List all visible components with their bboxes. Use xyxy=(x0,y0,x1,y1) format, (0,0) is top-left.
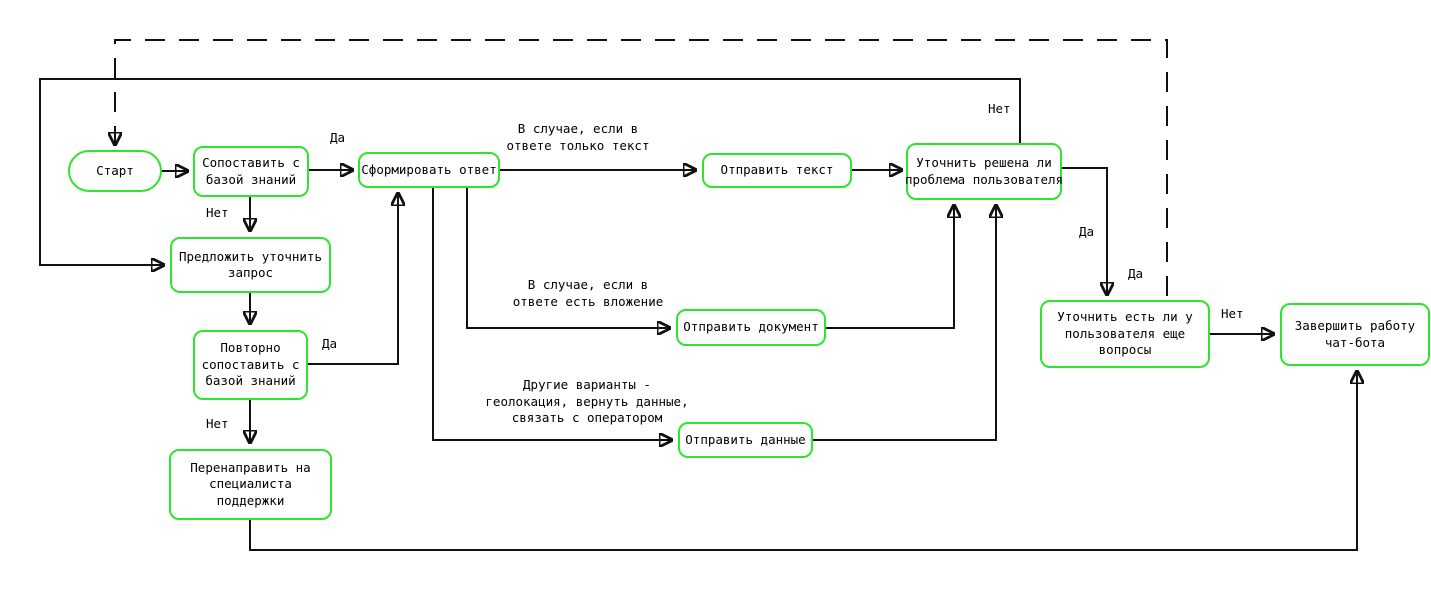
edge-label-case-text-only: В случае, если в ответе только текст xyxy=(506,121,650,153)
edge-label-yes-more-questions: Да xyxy=(1128,266,1144,281)
edge-label-yes-match: Да xyxy=(330,130,346,145)
edge-label-yes-rematch: Да xyxy=(322,336,338,351)
node-suggest-clarify-request: Предложить уточнить запрос xyxy=(170,237,331,293)
edge-label-no-match: Нет xyxy=(206,205,229,220)
node-start: Старт xyxy=(68,150,162,192)
edge-send-document-to-solved xyxy=(826,206,954,329)
edge-solved-to-suggest-no xyxy=(39,78,1021,265)
edge-send-data-to-solved xyxy=(813,206,996,441)
node-match-knowledge-base: Сопоставить с базой знаний xyxy=(193,146,309,197)
node-redirect-to-support: Перенаправить на специалиста поддержки xyxy=(169,449,332,520)
edge-form-to-send-document xyxy=(466,188,669,328)
edge-label-yes-solved: Да xyxy=(1079,224,1095,239)
node-rematch-knowledge-base: Повторно сопоставить с базой знаний xyxy=(193,330,308,400)
edge-label-no-more-questions: Нет xyxy=(1221,306,1244,321)
edge-label-case-other: Другие варианты - геолокация, вернуть да… xyxy=(485,377,689,425)
node-form-answer: Сформировать ответ xyxy=(358,152,500,188)
edge-label-case-attachment: В случае, если в ответе есть вложение xyxy=(512,277,664,309)
edge-label-no-rematch: Нет xyxy=(206,416,229,431)
node-finish-chatbot: Завершить работу чат-бота xyxy=(1280,303,1430,366)
edge-redirect-to-finish xyxy=(249,372,1357,551)
edge-solved-to-more-yes xyxy=(1060,167,1107,294)
edge-label-no-solved: Нет xyxy=(988,101,1011,116)
node-send-data: Отправить данные xyxy=(678,422,813,458)
edge-more-questions-to-start-dashed xyxy=(115,39,1168,296)
node-check-more-questions: Уточнить есть ли у пользователя еще вопр… xyxy=(1040,300,1210,368)
node-send-text: Отправить текст xyxy=(702,153,852,188)
edge-form-to-send-data xyxy=(432,188,671,440)
edge-rematch-to-form-yes xyxy=(308,194,398,365)
node-send-document: Отправить документ xyxy=(676,309,826,346)
node-check-problem-solved: Уточнить решена ли проблема пользователя xyxy=(905,143,1063,200)
